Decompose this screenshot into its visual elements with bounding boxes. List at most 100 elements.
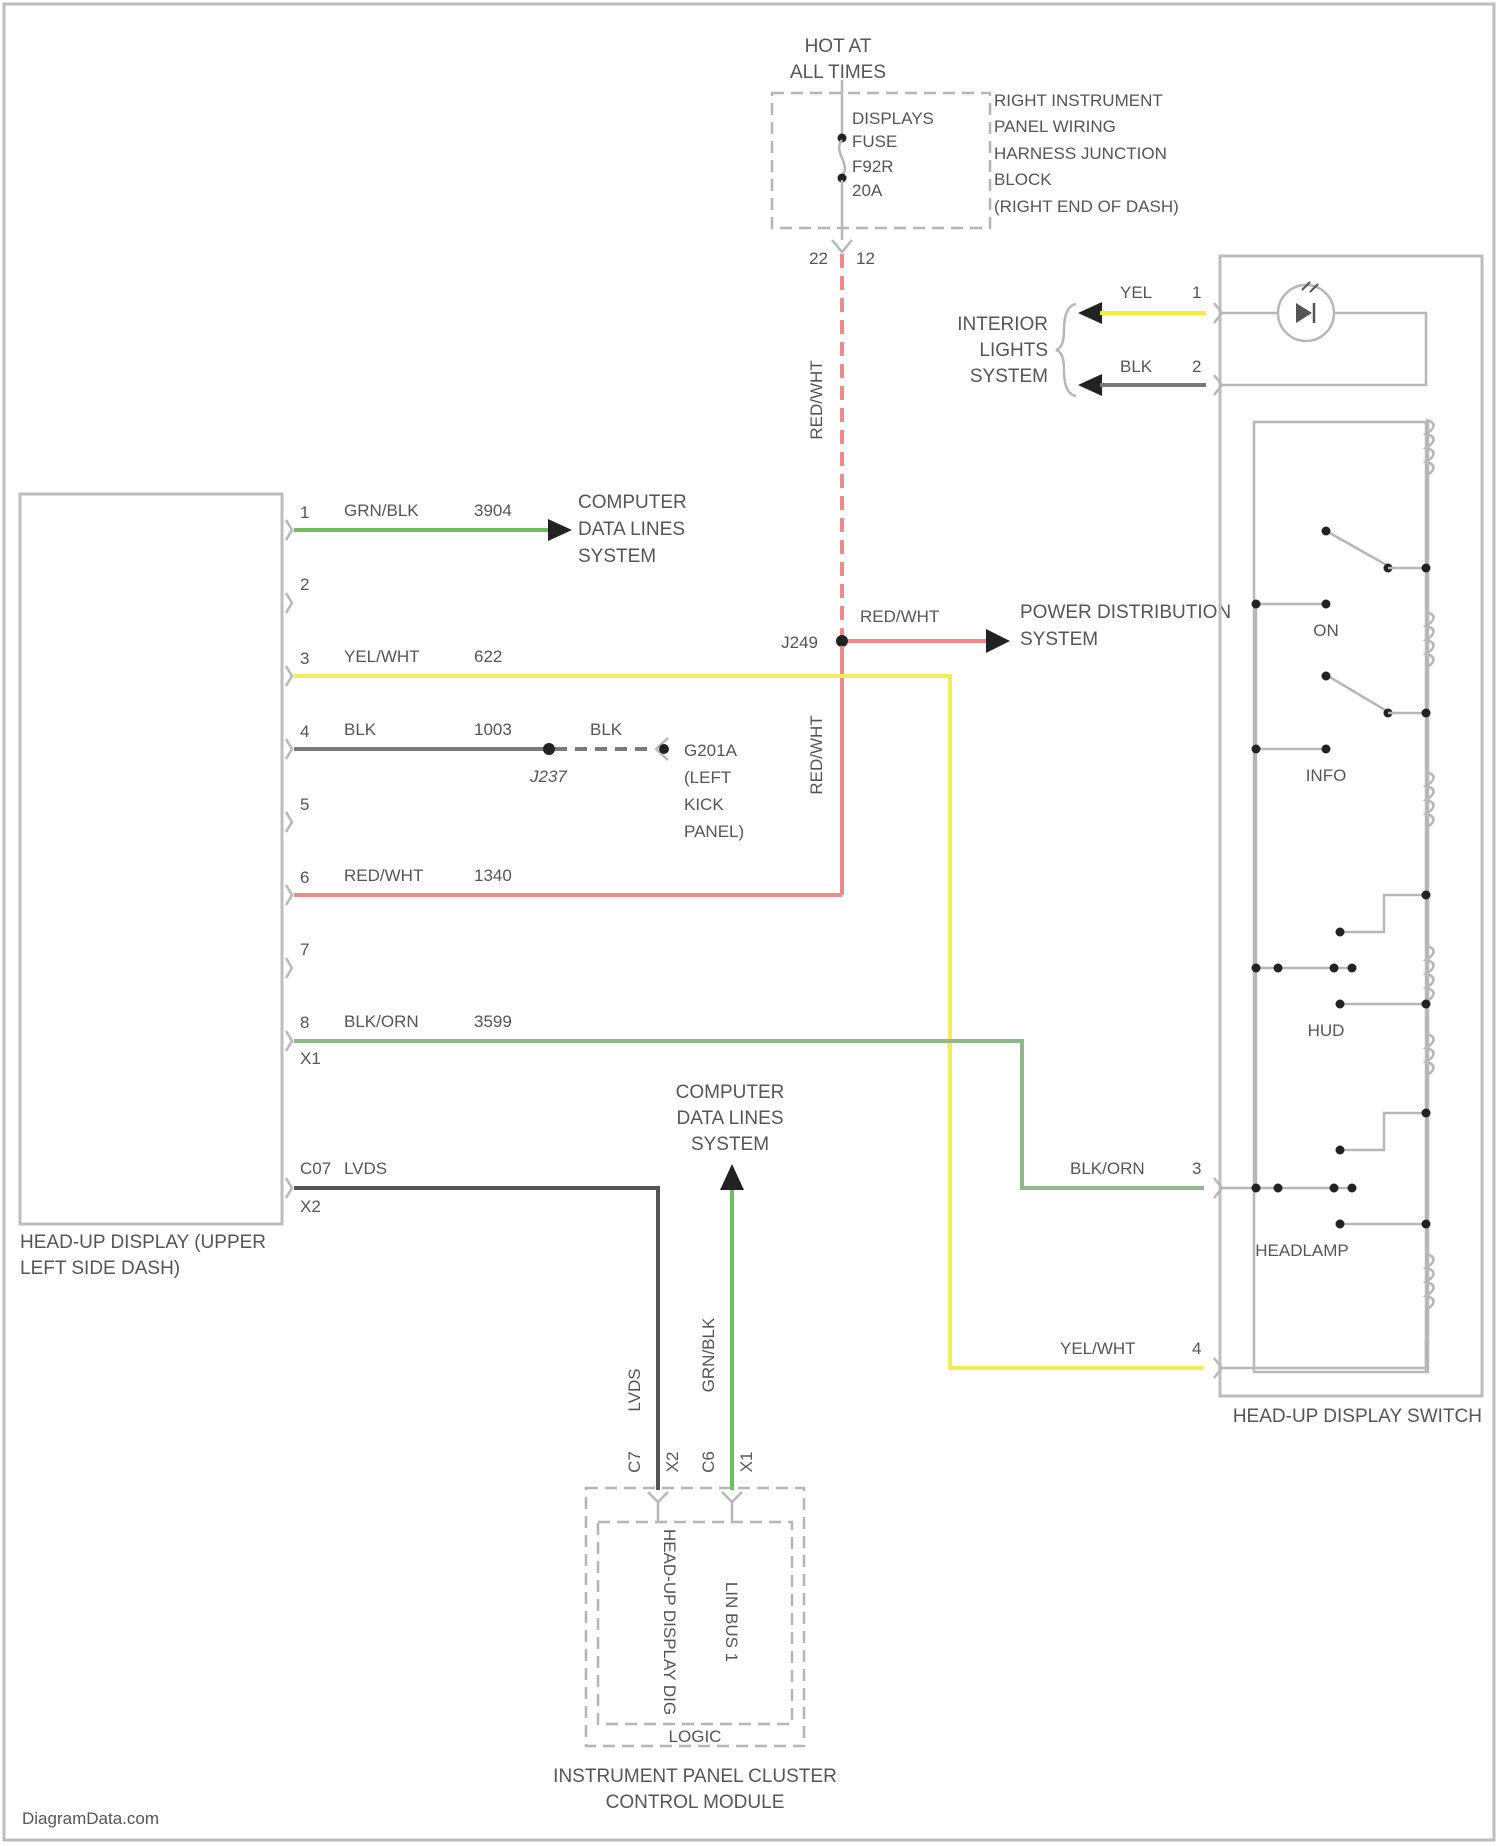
hud-pin-3: 3	[300, 649, 309, 668]
cdl-bottom-arrow-icon	[720, 1164, 744, 1190]
interior-arrow-2-icon	[1078, 374, 1102, 396]
headlamp-contact-node-c	[1330, 1184, 1339, 1193]
hud-pin-8: 8	[300, 1013, 309, 1032]
splice-j249-label: J249	[781, 633, 818, 652]
splice-j249	[836, 635, 848, 647]
switch-pin3-label: 3	[1192, 1159, 1201, 1178]
hot-at-label: HOT AT	[805, 36, 872, 57]
ground-wire-label: BLK	[590, 720, 623, 739]
headlamp-contact-node-b	[1274, 1184, 1283, 1193]
cdl-bottom-3: SYSTEM	[691, 1134, 769, 1155]
hud-pin-5: 5	[300, 795, 309, 814]
pin4-circuit: 1003	[474, 720, 512, 739]
fuse-name-1: DISPLAYS	[852, 109, 934, 128]
ground-name-2: (LEFT	[684, 768, 731, 787]
info-switch-node-c	[1422, 709, 1431, 718]
hud-switch-lead-icon	[1340, 895, 1426, 932]
headlamp-contact-node-a	[1252, 1184, 1261, 1193]
on-switch-node-a	[1322, 527, 1331, 536]
hud-label-2: LEFT SIDE DASH)	[20, 1258, 180, 1279]
fuse-conn-left: 22	[809, 249, 828, 268]
fuse-connector-icon	[832, 240, 852, 252]
lvds-vlabel: LVDS	[625, 1368, 644, 1411]
headlamp-lower-node-b	[1422, 1220, 1431, 1229]
hud-pin-lvds-conn: X2	[300, 1197, 321, 1216]
hud-pin-8-conn: X1	[300, 1049, 321, 1068]
on-switch-blade-icon	[1328, 532, 1390, 567]
hud-label-1: HEAD-UP DISPLAY (UPPER	[20, 1232, 266, 1253]
all-times-label: ALL TIMES	[790, 62, 886, 83]
pin4-return-line	[1222, 1340, 1426, 1368]
ground-name-4: PANEL)	[684, 822, 744, 841]
pin4-color: BLK	[344, 720, 377, 739]
pin3-circuit: 622	[474, 647, 502, 666]
interior-label-1: INTERIOR	[957, 314, 1048, 335]
ipc-pin-right-n: C6	[699, 1451, 718, 1473]
ground-name-1: G201A	[684, 741, 738, 760]
splice-j237	[543, 743, 555, 755]
ipc-label-2: CONTROL MODULE	[606, 1792, 785, 1813]
hud-pin-7: 7	[300, 940, 309, 959]
cdl-top-3: SYSTEM	[578, 546, 656, 567]
pin6-color: RED/WHT	[344, 866, 423, 885]
power-dist-label-1: POWER DISTRIBUTION	[1020, 602, 1231, 623]
interior-brace	[1056, 304, 1076, 396]
interior-label-3: SYSTEM	[970, 366, 1048, 387]
yel-wht-wire	[294, 676, 1204, 1368]
ipc-connector-right-icon	[722, 1492, 742, 1502]
fuse-rating: 20A	[852, 181, 883, 200]
on-switch-node-c	[1422, 564, 1431, 573]
grn-blk-vlabel: GRN/BLK	[699, 1317, 718, 1392]
fuse-block: HOT AT ALL TIMES DISPLAYS FUSE F92R 20A …	[772, 36, 1179, 268]
pin8-circuit: 3599	[474, 1012, 512, 1031]
instrument-panel-cluster-module: C7 X2 C6 X1 HEAD-UP DISPLAY DIG LIN BUS …	[553, 1451, 837, 1813]
head-up-display-module	[20, 494, 282, 1224]
hud-contact-node-c	[1330, 964, 1339, 973]
block-label-4: BLOCK	[994, 170, 1052, 189]
cdl-top-arrow-icon	[548, 519, 572, 541]
hud-lower-node-a	[1336, 1000, 1345, 1009]
switch-hud-label: HUD	[1308, 1021, 1345, 1040]
ground-g201a-icon	[659, 744, 669, 754]
power-dist-arrow-icon	[986, 629, 1010, 653]
fuse-conn-right: 12	[856, 249, 875, 268]
red-wht-vlabel-lower: RED/WHT	[807, 715, 826, 794]
ipc-outer-box	[586, 1488, 804, 1746]
ipc-pin-right-c: X1	[737, 1452, 756, 1473]
info-contact-node-b	[1322, 745, 1331, 754]
splice-j237-label: J237	[529, 767, 567, 786]
headlamp-node-b	[1422, 1109, 1431, 1118]
on-contact-node-a	[1252, 600, 1261, 609]
switch-inner-box	[1254, 422, 1428, 1372]
head-up-display-switch: HEAD-UP DISPLAY SWITCH	[1214, 256, 1482, 1427]
block-label-3: HARNESS JUNCTION	[994, 144, 1167, 163]
red-wht-vlabel-upper: RED/WHT	[807, 360, 826, 439]
pin1-circuit: 3904	[474, 501, 512, 520]
block-label-1: RIGHT INSTRUMENT	[994, 91, 1163, 110]
ipc-sub-hud-dig: HEAD-UP DISPLAY DIG	[660, 1529, 679, 1715]
ipc-pin-left-n: C7	[625, 1451, 644, 1473]
switch-label: HEAD-UP DISPLAY SWITCH	[1233, 1406, 1482, 1427]
hud-contact-node-d	[1348, 964, 1357, 973]
info-switch-blade-icon	[1328, 676, 1390, 713]
block-label-5: (RIGHT END OF DASH)	[994, 197, 1179, 216]
hud-pin-2: 2	[300, 575, 309, 594]
hud-pin-lvds: C07	[300, 1159, 331, 1178]
interior-lights-system: INTERIOR LIGHTS SYSTEM	[957, 302, 1102, 396]
lamp-circuit	[1222, 313, 1426, 385]
on-contact-node-b	[1322, 600, 1331, 609]
ipc-sub-lin-bus: LIN BUS 1	[722, 1582, 741, 1662]
hud-pin-6: 6	[300, 868, 309, 887]
hud-contact-node-a	[1252, 964, 1261, 973]
cdl-top-1: COMPUTER	[578, 492, 687, 513]
lvds-wire	[294, 1188, 658, 1490]
pin8-color: BLK/ORN	[344, 1012, 419, 1031]
cdl-bottom-2: DATA LINES	[677, 1108, 784, 1129]
fuse-name-3: F92R	[852, 157, 894, 176]
pin3-color: YEL/WHT	[344, 647, 420, 666]
ipc-logic-label: LOGIC	[669, 1727, 722, 1746]
red-wht-pd-label: RED/WHT	[860, 607, 939, 626]
switch-pin4-wire-label: YEL/WHT	[1060, 1339, 1136, 1358]
info-contact-node-a	[1252, 745, 1261, 754]
